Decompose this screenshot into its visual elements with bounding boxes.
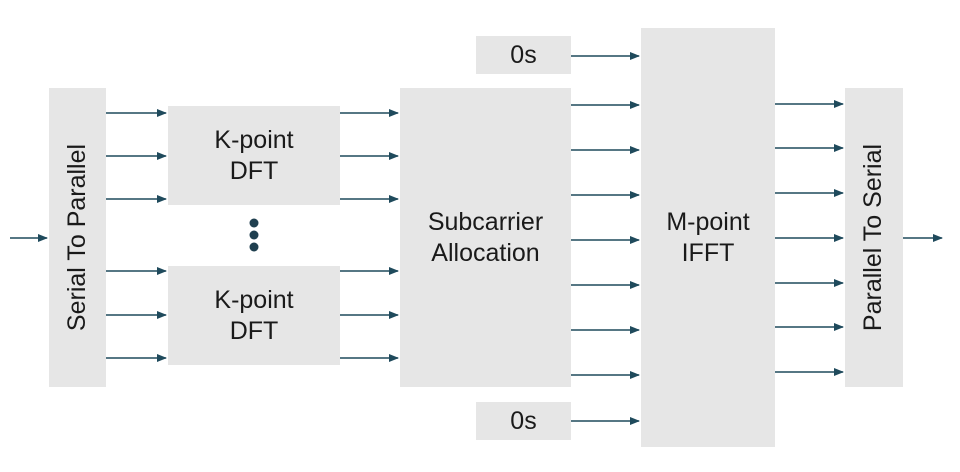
dft-top-label-line1: K-point — [214, 126, 294, 154]
dft-top-label-line2: DFT — [229, 156, 279, 185]
ellipsis-dot — [249, 230, 259, 240]
dft-bottom-label-line1: K-point — [214, 286, 294, 314]
ellipsis-dot — [249, 242, 259, 252]
ifft-block: M-point IFFT — [641, 28, 775, 447]
dft-block-bottom: K-point DFT — [168, 266, 340, 365]
subcarrier-allocation-label-line1: Subcarrier — [427, 208, 544, 236]
zeros-top-label: 0s — [510, 40, 537, 69]
serial-to-parallel-block: Serial To Parallel — [49, 88, 106, 387]
zeros-block-top: 0s — [476, 36, 571, 74]
dft-bottom-label-line2: DFT — [229, 316, 279, 345]
subcarrier-allocation-label-line2: Allocation — [431, 238, 540, 267]
zeros-bottom-label: 0s — [510, 406, 537, 435]
dft-block-top: K-point DFT — [168, 106, 340, 205]
ellipsis-dots — [249, 218, 259, 252]
parallel-to-serial-block: Parallel To Serial — [845, 88, 903, 387]
zeros-block-bottom: 0s — [476, 402, 571, 440]
ellipsis-dot — [249, 218, 259, 228]
subcarrier-allocation-block: Subcarrier Allocation — [400, 88, 571, 387]
ifft-label-line2: IFFT — [681, 238, 735, 267]
ifft-label-line1: M-point — [666, 208, 750, 236]
